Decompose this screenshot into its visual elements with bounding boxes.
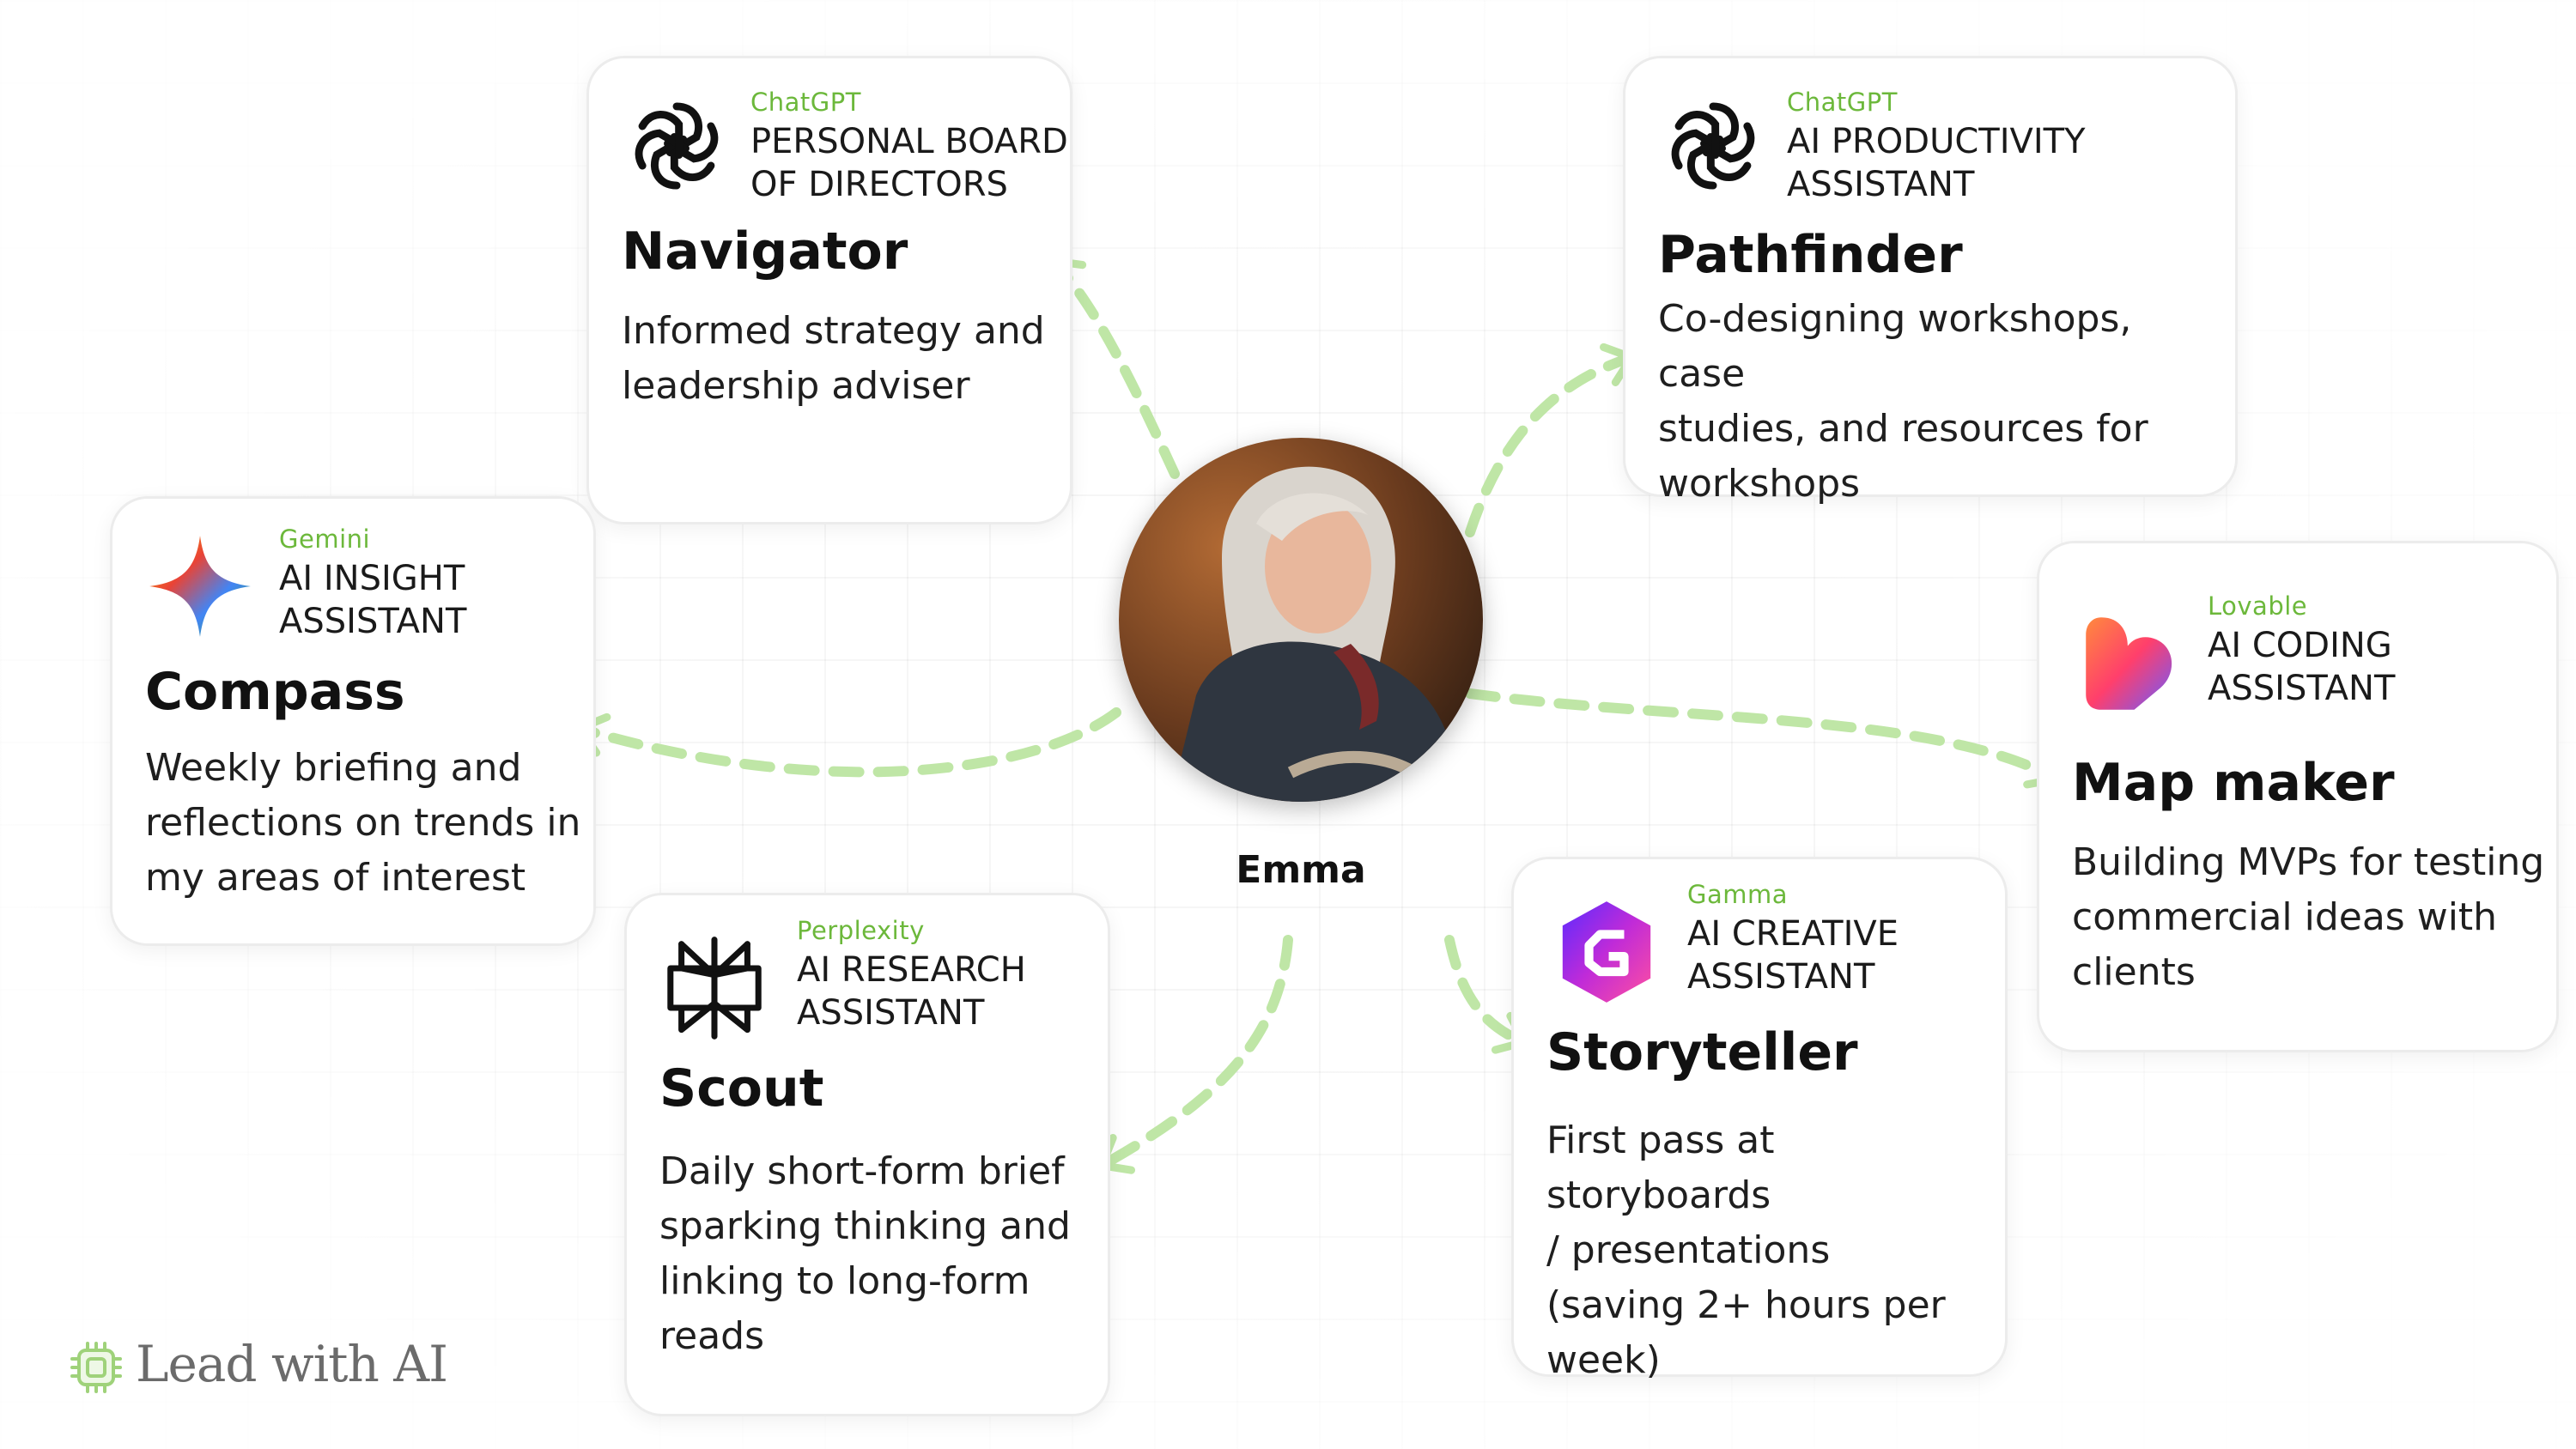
brand-label: Gemini — [279, 524, 371, 554]
arrow-to-mapmaker — [1465, 688, 2061, 789]
assistant-name: Navigator — [622, 221, 908, 282]
assistant-description: First pass at storyboards/ presentations… — [1546, 1119, 1946, 1382]
assistant-name: Scout — [659, 1058, 824, 1119]
arrow-to-storyteller — [1444, 935, 1528, 1054]
center-person-label: Emma — [1236, 848, 1366, 892]
brand-label: Gamma — [1687, 880, 1789, 909]
brand-label: ChatGPT — [1787, 88, 1898, 117]
openai-icon — [635, 102, 719, 190]
assistant-name: Storyteller — [1546, 1022, 1858, 1082]
arrow-to-navigator — [1048, 257, 1180, 479]
avatar — [1119, 438, 1483, 802]
arrow-to-pathfinder — [1465, 343, 1636, 537]
assistant-name: Map maker — [2072, 753, 2395, 813]
arrow-to-scout — [1097, 935, 1293, 1174]
brand-label: Perplexity — [797, 916, 925, 945]
chip-icon — [70, 1342, 122, 1393]
openai-icon — [1671, 102, 1755, 190]
arrow-to-compass — [575, 707, 1121, 778]
gemini-icon — [149, 536, 251, 637]
gamma-icon — [1562, 901, 1651, 1003]
brand-label: Lovable — [2208, 591, 2308, 621]
assistant-name: Pathfinder — [1658, 225, 1963, 285]
assistant-name: Compass — [145, 662, 405, 722]
footer-brand-text: Lead with AI — [136, 1335, 448, 1393]
perplexity-icon — [667, 937, 762, 1040]
brand-label: ChatGPT — [750, 88, 861, 117]
lovable-icon — [2086, 617, 2172, 710]
